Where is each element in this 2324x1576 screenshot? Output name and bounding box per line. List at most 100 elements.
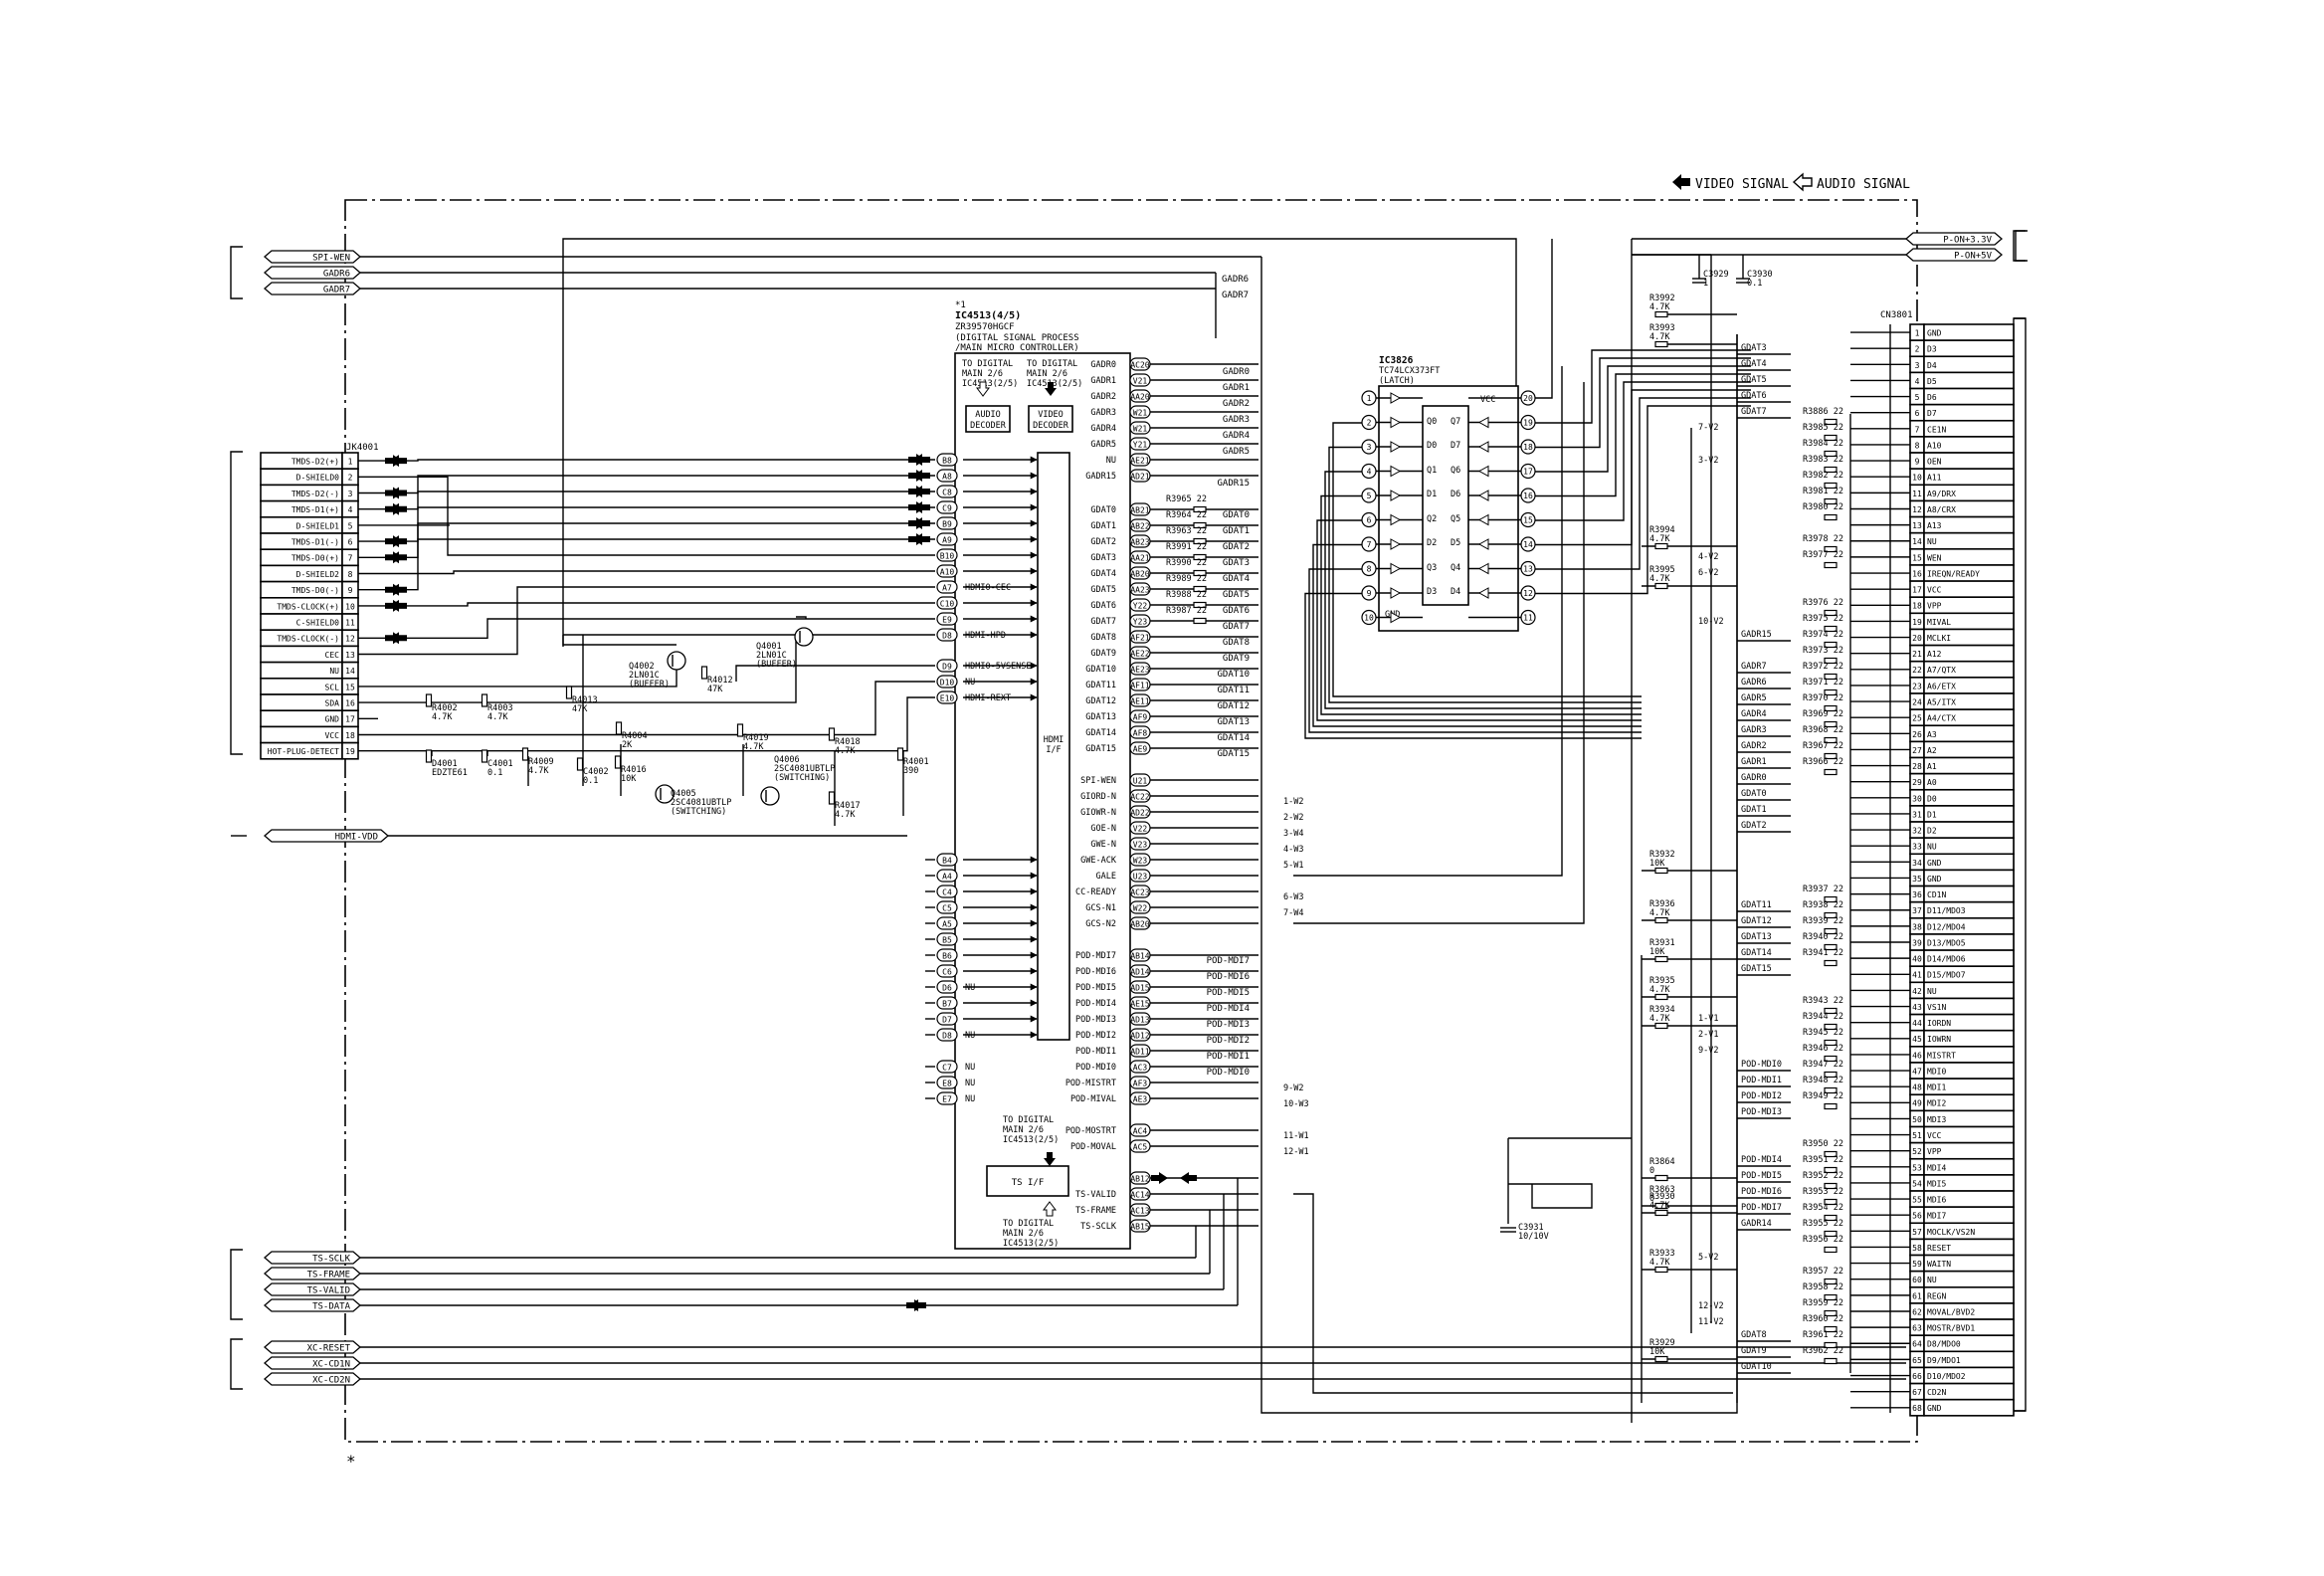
ic4513-right-label: GDAT12 [1085, 696, 1116, 706]
buffer-symbol [1477, 562, 1489, 575]
ic4513-right-label: TS-FRAME [1075, 1206, 1116, 1216]
ic3826-q-label: Q0 [1427, 417, 1437, 427]
bracket-jk4001 [230, 451, 243, 755]
cn-pin-name: MOSTR/BVD1 [1927, 1324, 1975, 1333]
pullup-ref: R3994 [1649, 525, 1675, 535]
bus-label: POD-MDI0 [1207, 1068, 1250, 1078]
resistor-symbol [1654, 1209, 1668, 1217]
resistor-symbol [1654, 1355, 1668, 1363]
cn-pin-name: MIVAL [1927, 618, 1951, 627]
buffer-symbol [1477, 441, 1489, 453]
ic4513-left-label: HDMI-HPD [965, 631, 1006, 641]
port-flag-label: XC-RESET [307, 1344, 351, 1354]
part-ref: R4004 [622, 731, 648, 741]
left-port-spi-wen: SPI-WEN [264, 250, 361, 264]
cn-pin-name: CE1N [1927, 425, 1946, 434]
legend-video-label: VIDEO SIGNAL [1695, 177, 1789, 192]
resistor-symbol [1654, 867, 1668, 875]
port-flag-shape [264, 829, 389, 843]
capacitor-value: 0.1 [1747, 279, 1762, 289]
pin-number: AB15 [1130, 1223, 1149, 1232]
jk-pin-number: 15 [345, 683, 355, 691]
ic4513-to-label: TO DIGITAL [1027, 359, 1077, 369]
pin-number: C6 [942, 968, 952, 977]
cn-pin-name: GND [1927, 859, 1942, 868]
wire-latch [1535, 405, 1751, 595]
series-resistor: R3954 22 [1803, 1203, 1843, 1213]
cn-pin-name: WEN [1927, 553, 1942, 562]
cn-pin-name: A3 [1927, 730, 1937, 739]
cn-pin-name: D15/MDO7 [1927, 971, 1966, 980]
jk-pin-number: 3 [348, 490, 353, 498]
ic4513-left-label: NU [965, 1063, 975, 1073]
bus-label: GADR4 [1223, 431, 1250, 441]
cn-pin-name: CD2N [1927, 1388, 1946, 1397]
series-resistor: R3969 22 [1803, 709, 1843, 719]
audio-decoder-label: AUDIO [975, 410, 1001, 420]
ic4513-pin-ac22: AC22 [1129, 789, 1151, 803]
cn-pin-cell [1923, 355, 2015, 374]
wire-shield [358, 476, 935, 556]
cn-pin-name: NU [1927, 537, 1937, 546]
resistor-symbol [1824, 1055, 1838, 1063]
part-ref: R4009 [528, 757, 554, 767]
wire-latch [1535, 357, 1751, 449]
ic3826-pin-number: 3 [1367, 443, 1372, 452]
port-flag-shape [264, 1340, 361, 1354]
cn-bus-label: GDAT14 [1741, 948, 1772, 958]
cn-pin-number: 15 [1912, 553, 1922, 562]
bus-label: GDAT14 [1217, 733, 1250, 743]
ic4513-left-label: HDMI-REXT [965, 693, 1011, 703]
wire-ref: 11-V2 [1698, 1317, 1724, 1327]
bus-label: POD-MDI2 [1207, 1036, 1250, 1046]
wire-ref: 3-W4 [1283, 829, 1303, 839]
ic4513-to-label: MAIN 2/6 [1003, 1229, 1044, 1239]
ic4513-right-label: POD-MDI1 [1075, 1047, 1116, 1057]
ic4513-right-label: GADR0 [1090, 360, 1116, 370]
part-value: 4.7K [835, 746, 856, 756]
pullup-ref: R3864 [1649, 1157, 1675, 1167]
ic4513-pin-ad21: AD21 [1129, 469, 1151, 483]
wire-ref: 2-W2 [1283, 813, 1303, 823]
pin-number: C7 [942, 1064, 952, 1073]
resistor-symbol [1193, 601, 1207, 609]
ic4513-right-label: POD-MDI4 [1075, 999, 1116, 1009]
bus-label: GDAT4 [1223, 574, 1250, 584]
ic4513-pin-ab23: AB23 [1129, 534, 1151, 548]
resistor-symbol [1824, 641, 1838, 649]
transistor-ref: Q4001 [756, 642, 782, 652]
series-resistor: R3966 22 [1803, 757, 1843, 767]
video-signal-arrow-icon [913, 454, 930, 466]
bus-label: POD-MDI5 [1207, 988, 1250, 998]
resistor-symbol [521, 747, 529, 761]
resistor-symbol [565, 686, 573, 699]
wire-ref: 6-W3 [1283, 892, 1303, 902]
pin-outline [1129, 789, 1151, 803]
video-signal-arrow-icon [1044, 1152, 1056, 1166]
cn-pin-number: 68 [1912, 1404, 1922, 1413]
wire-ref: 9-W2 [1283, 1084, 1303, 1093]
ic4513-pin-ac3: AC3 [1129, 1060, 1151, 1074]
signal-legend: VIDEO SIGNAL AUDIO SIGNAL [1672, 172, 1910, 192]
series-resistor: R3949 22 [1803, 1091, 1843, 1101]
ic4513-right-label: GDAT0 [1090, 505, 1116, 515]
pin-number: B4 [942, 857, 952, 866]
pin-number: AE22 [1130, 650, 1149, 659]
resistor-symbol [1824, 545, 1838, 553]
jk-pin-name: D-SHIELD1 [296, 521, 340, 530]
wire-shield [358, 570, 935, 575]
ic3826-d-label: D2 [1427, 538, 1437, 548]
ic4513-to-label: MAIN 2/6 [1003, 1125, 1044, 1135]
buffer-symbol [1390, 538, 1402, 550]
series-resistor: R3988 22 [1166, 590, 1207, 600]
wire-latch [1535, 389, 1751, 546]
wire [562, 635, 677, 646]
hdmi-if-label: I/F [1046, 745, 1061, 755]
pin-number: AC22 [1130, 793, 1149, 802]
audio-signal-arrow-icon [1792, 172, 1813, 192]
ic4513-pin-ad12: AD12 [1129, 1028, 1151, 1042]
pin-outline [936, 932, 958, 946]
resistor-symbol [1824, 513, 1838, 521]
wire-latch [1316, 519, 1642, 721]
jk-pin-name: SDA [325, 699, 340, 708]
